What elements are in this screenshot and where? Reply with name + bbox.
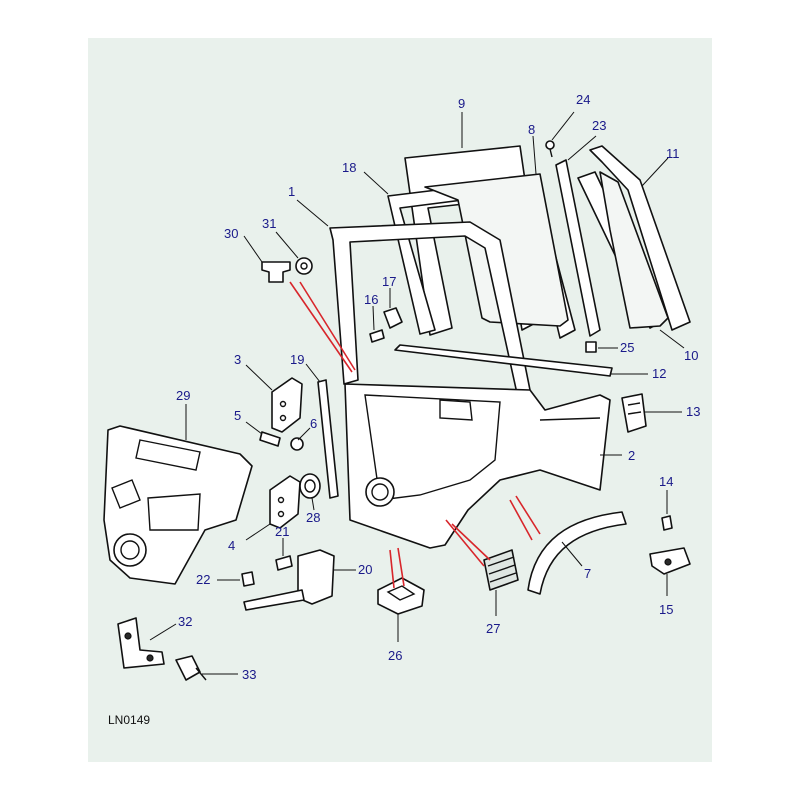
callout-label: 7 bbox=[584, 566, 591, 581]
part-26-access-cover bbox=[377, 577, 425, 615]
callout-label: 8 bbox=[528, 122, 535, 137]
part-3-upper-hinge bbox=[271, 377, 303, 433]
part-23-division-channel bbox=[555, 159, 601, 337]
callout-group: 1 2 3 4 5 6 7 8 9 10 11 12 13 bbox=[149, 92, 700, 682]
callout-label: 31 bbox=[262, 216, 276, 231]
callout-label: 25 bbox=[620, 340, 634, 355]
callout-label: 2 bbox=[628, 448, 635, 463]
part-5-hinge-bolt bbox=[259, 431, 281, 447]
part-30-bump-stop bbox=[261, 261, 291, 283]
part-1-door-frame bbox=[329, 221, 531, 399]
part-20-check-strap bbox=[243, 549, 335, 611]
part-12-waist-seal bbox=[394, 344, 613, 377]
callout-label: 12 bbox=[652, 366, 666, 381]
part-10-quarter-glass bbox=[599, 171, 669, 329]
part-22-bolt bbox=[241, 571, 255, 587]
callout-label: 6 bbox=[310, 416, 317, 431]
fitment-lines bbox=[289, 281, 541, 589]
callout-label: 11 bbox=[666, 146, 680, 161]
callout-label: 23 bbox=[592, 118, 606, 133]
part-28-grommet bbox=[299, 473, 321, 499]
part-13-door-latch bbox=[621, 393, 647, 433]
part-25-clip bbox=[585, 341, 597, 353]
callout-label: 1 bbox=[288, 184, 295, 199]
callout-label: 19 bbox=[290, 352, 304, 367]
callout-label: 28 bbox=[306, 510, 320, 525]
part-31-washer bbox=[295, 257, 313, 275]
callout-label: 4 bbox=[228, 538, 235, 553]
callout-label: 5 bbox=[234, 408, 241, 423]
part-29-door-trim-panel bbox=[103, 425, 253, 585]
callout-label: 17 bbox=[382, 274, 396, 289]
part-24-screw bbox=[545, 140, 555, 158]
callout-label: 9 bbox=[458, 96, 465, 111]
callout-label: 13 bbox=[686, 404, 700, 419]
callout-label: 26 bbox=[388, 648, 402, 663]
part-6-nut bbox=[290, 437, 304, 451]
callout-label: 32 bbox=[178, 614, 192, 629]
part-21-bolt bbox=[275, 555, 293, 571]
part-27-vent-grille bbox=[483, 549, 519, 591]
callout-label: 22 bbox=[196, 572, 210, 587]
callout-label: 16 bbox=[364, 292, 378, 307]
part-17-handle-bracket bbox=[383, 307, 403, 329]
callout-label: 21 bbox=[275, 524, 289, 539]
part-16-screw bbox=[369, 329, 385, 343]
part-14-screw bbox=[661, 515, 673, 531]
callout-label: 18 bbox=[342, 160, 356, 175]
part-32-body-hinge-bracket bbox=[117, 617, 165, 669]
callout-label: 20 bbox=[358, 562, 372, 577]
part-15-striker bbox=[649, 547, 691, 575]
callout-label: 27 bbox=[486, 621, 500, 636]
callout-label: 14 bbox=[659, 474, 673, 489]
part-2-door-shell bbox=[344, 383, 611, 549]
part-4-lower-hinge bbox=[269, 475, 301, 529]
part-7-wheel-arch-moulding bbox=[527, 511, 627, 595]
callout-label: 10 bbox=[684, 348, 698, 363]
callout-label: 30 bbox=[224, 226, 238, 241]
diagram-reference-code: LN0149 bbox=[108, 713, 150, 727]
callout-label: 33 bbox=[242, 667, 256, 682]
callout-label: 29 bbox=[176, 388, 190, 403]
callout-label: 15 bbox=[659, 602, 673, 617]
callout-label: 3 bbox=[234, 352, 241, 367]
part-19-seal-strip bbox=[317, 379, 339, 499]
callout-label: 24 bbox=[576, 92, 590, 107]
part-33-hinge-bolt bbox=[175, 655, 207, 681]
